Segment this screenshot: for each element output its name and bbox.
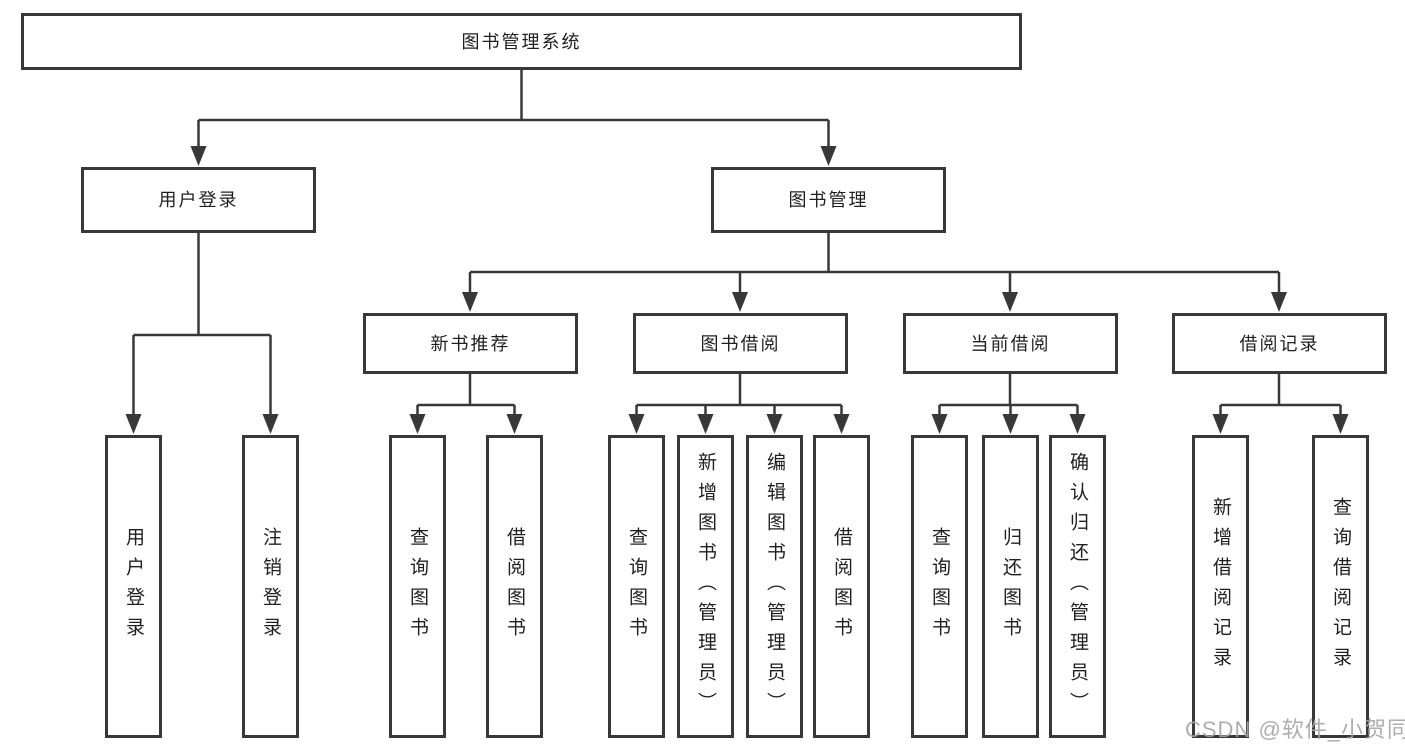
node-book-management: 图书管理 — [711, 167, 946, 233]
leaf-borrow-query-book: 查询图书 — [608, 435, 665, 738]
leaf-borrow-add-book-admin: 新增图书（管理员） — [677, 435, 734, 738]
leaf-borrow-borrow-book: 借阅图书 — [813, 435, 870, 738]
leaf-newbook-borrow-book: 借阅图书 — [486, 435, 543, 738]
leaf-borrow-edit-book-admin: 编辑图书（管理员） — [746, 435, 803, 738]
node-borrow-records: 借阅记录 — [1172, 313, 1387, 374]
leaf-current-return-book: 归还图书 — [982, 435, 1039, 738]
leaf-newbook-query-book: 查询图书 — [389, 435, 446, 738]
node-user-login: 用户登录 — [81, 167, 316, 233]
csdn-watermark: CSDN @软件_小贺同学 — [1185, 717, 1405, 742]
node-root: 图书管理系统 — [21, 13, 1022, 70]
arrowheads — [125, 146, 1349, 434]
node-book-borrow: 图书借阅 — [633, 313, 848, 374]
node-current-borrow: 当前借阅 — [903, 313, 1118, 374]
leaf-logout: 注销登录 — [242, 435, 299, 738]
leaf-current-confirm-return-admin: 确认归还（管理员） — [1049, 435, 1106, 738]
leaf-records-query-record: 查询借阅记录 — [1312, 435, 1369, 738]
leaf-user-login: 用户登录 — [105, 435, 162, 738]
leaf-current-query-book: 查询图书 — [911, 435, 968, 738]
node-new-book-recommend: 新书推荐 — [363, 313, 578, 374]
leaf-records-add-record: 新增借阅记录 — [1192, 435, 1249, 738]
